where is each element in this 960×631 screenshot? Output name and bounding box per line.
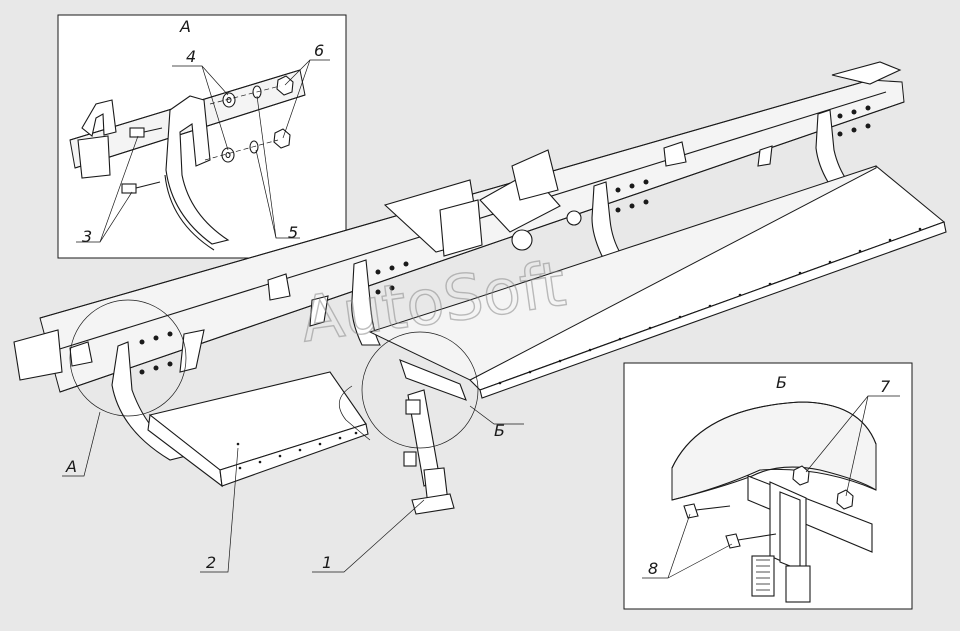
detail-view-a: A 4 5 6 3 — [57, 14, 347, 259]
label-4: 4 — [186, 47, 196, 66]
bolt-8-lower — [725, 533, 777, 549]
main-assembly: 1 2 A Б — [13, 61, 947, 573]
detail-circle-a — [69, 299, 187, 417]
label-view-b-ref: Б — [494, 421, 505, 440]
label-8: 8 — [648, 559, 658, 578]
detail-view-b: Б 7 8 — [623, 362, 913, 610]
mudguard-rear-holes — [498, 227, 922, 385]
bolt-3-upper — [129, 127, 163, 138]
hanger-mid — [351, 259, 381, 346]
nut-7-left — [792, 465, 810, 486]
nut-7-right — [836, 489, 854, 510]
washer-5-lower — [249, 140, 259, 154]
label-3: 3 — [82, 227, 92, 246]
mudguard-front-holes — [236, 431, 358, 470]
label-1: 1 — [322, 553, 332, 572]
view-a-title: A — [179, 17, 191, 36]
nut-6-lower — [273, 128, 291, 149]
label-2: 2 — [206, 553, 216, 572]
view-b-title: Б — [776, 373, 787, 392]
bolt-8-upper — [683, 503, 731, 519]
bolt-3-lower — [121, 181, 161, 194]
label-6: 6 — [314, 41, 324, 60]
label-5: 5 — [288, 223, 298, 242]
label-7: 7 — [880, 377, 891, 396]
support-stand-1 — [399, 359, 467, 515]
label-view-a-ref: A — [65, 457, 77, 476]
rail-fasteners — [139, 105, 871, 375]
detail-circle-b — [361, 331, 479, 449]
hanger-left — [111, 341, 192, 461]
